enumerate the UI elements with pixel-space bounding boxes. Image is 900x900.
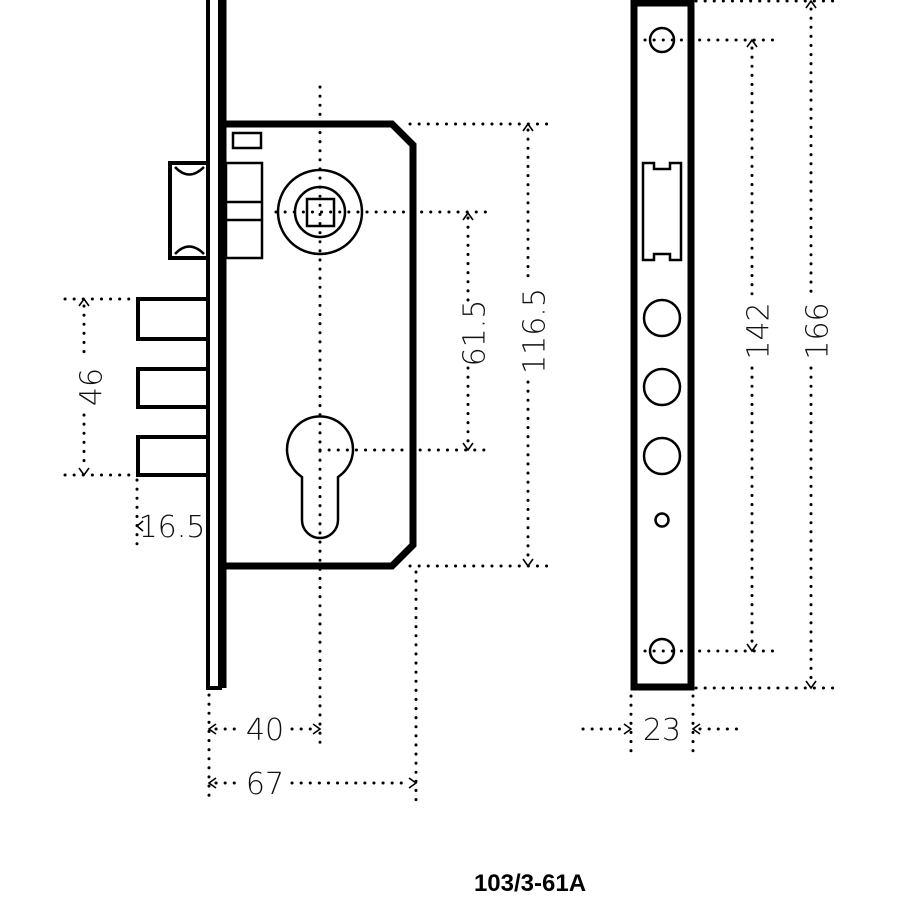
arrow-down xyxy=(462,442,474,452)
arrow-left xyxy=(135,520,144,532)
dim-label-screw-spacing: 142 xyxy=(742,302,777,359)
arrow-up xyxy=(78,297,90,307)
cylinder-keyhole xyxy=(285,415,355,540)
front-faceplate xyxy=(630,0,695,691)
spindle-square-hole xyxy=(305,197,336,228)
deadbolt-2 xyxy=(136,367,210,409)
arrow-right xyxy=(408,777,418,789)
dim-label-case-depth: 67 xyxy=(246,767,284,802)
latch-block xyxy=(224,161,264,260)
arrow-right xyxy=(312,723,322,735)
side-dimension-lines xyxy=(63,85,552,802)
deadbolt-1 xyxy=(136,297,210,341)
dim-label-case-height: 116.5 xyxy=(518,288,553,374)
arrow-left xyxy=(691,723,701,735)
side-view xyxy=(136,0,417,690)
dim-label-faceplate-height: 166 xyxy=(801,302,836,359)
arrow-down xyxy=(78,467,90,477)
deadbolt-opening-2 xyxy=(642,367,682,407)
arrow-up xyxy=(522,122,534,132)
front-dimension-lines xyxy=(581,0,838,757)
deadbolt-3 xyxy=(136,435,210,477)
latch-curve-bottom xyxy=(174,245,205,255)
deadbolt-opening-1 xyxy=(642,298,682,338)
screw-hole-bottom xyxy=(648,637,676,665)
side-faceplate xyxy=(206,0,222,690)
case-small-slot xyxy=(231,131,263,150)
arrow-down xyxy=(522,558,534,568)
arrow-up xyxy=(746,38,758,48)
dim-label-faceplate-width: 23 xyxy=(643,713,681,748)
dim-label-deadbolt-span: 46 xyxy=(75,368,110,406)
arrow-up xyxy=(462,211,474,221)
screw-hole-top xyxy=(648,26,676,54)
arrow-left xyxy=(207,777,217,789)
front-view xyxy=(630,0,695,691)
arrow-down xyxy=(805,680,817,690)
lock-case xyxy=(226,120,417,570)
small-pin-hole xyxy=(654,512,670,528)
latch-bolt xyxy=(168,161,210,260)
latch-curve-top xyxy=(174,166,205,176)
dim-label-center-distance: 61.5 xyxy=(458,300,493,367)
deadbolt-opening-3 xyxy=(642,436,682,476)
model-code: 103/3-61A xyxy=(474,870,586,897)
arrow-up xyxy=(805,0,817,9)
arrow-left xyxy=(207,723,217,735)
arrow-down xyxy=(746,643,758,653)
dim-label-backset: 40 xyxy=(246,713,284,748)
dim-label-deadbolt-throw: 16.5 xyxy=(139,510,206,545)
arrow-right xyxy=(623,723,633,735)
latch-opening xyxy=(641,161,683,262)
